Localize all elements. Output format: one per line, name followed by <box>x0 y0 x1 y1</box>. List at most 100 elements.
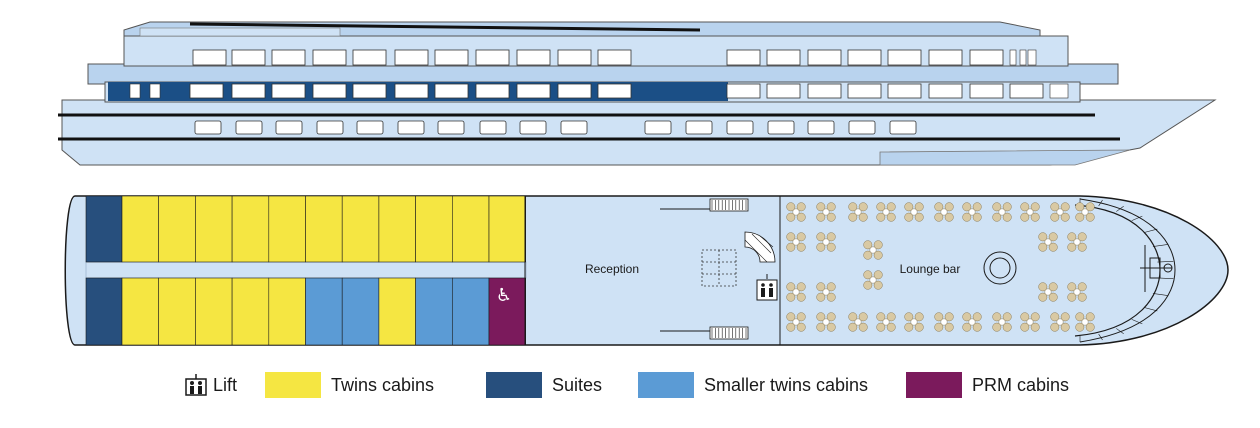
window <box>129 83 141 99</box>
legend-twins-label: Twins cabins <box>331 374 435 395</box>
bow-rail <box>1079 198 1174 342</box>
porthole <box>194 120 222 135</box>
window <box>1049 83 1069 99</box>
main-deck-windows <box>129 83 1069 99</box>
twins-cabin <box>121 277 160 346</box>
twins-cabin <box>158 277 196 346</box>
porthole <box>767 120 795 135</box>
lounge-table <box>992 202 1012 222</box>
legend-twins: Twins cabins <box>265 368 434 402</box>
lounge-table <box>848 202 868 222</box>
porthole <box>479 120 507 135</box>
porthole <box>685 120 713 135</box>
lounge-table <box>1020 312 1040 332</box>
window <box>352 49 387 66</box>
prm-cabin <box>488 277 527 346</box>
window <box>597 49 632 66</box>
anchor-winch-icon <box>1140 245 1173 292</box>
lounge-table <box>816 202 836 222</box>
window <box>271 83 306 99</box>
window <box>928 83 963 99</box>
lounge-table <box>863 270 883 290</box>
upper-deck-windows <box>192 49 1037 66</box>
twins-cabin <box>268 277 306 346</box>
lounge-table <box>1038 232 1058 252</box>
twins-cabin <box>378 277 416 346</box>
porthole <box>848 120 876 135</box>
legend-lift: Lift <box>185 368 237 402</box>
lounge-table <box>876 202 896 222</box>
porthole <box>726 120 754 135</box>
prm-swatch <box>906 372 962 398</box>
window <box>394 49 429 66</box>
lift-icon <box>756 274 778 301</box>
reception-label: Reception <box>585 262 639 276</box>
window <box>231 49 266 66</box>
smaller-twins-cabin <box>305 277 343 346</box>
lift-icon <box>185 374 207 396</box>
lounge-table <box>816 312 836 332</box>
deck-plan: ♿ Reception <box>64 195 1229 346</box>
window <box>807 49 842 66</box>
porthole <box>560 120 588 135</box>
porthole <box>437 120 465 135</box>
twins-cabin <box>158 195 196 263</box>
lounge-table <box>786 232 806 252</box>
twins-cabin <box>231 195 270 263</box>
round-bar <box>983 251 1017 285</box>
lounge-table <box>786 312 806 332</box>
lounge-table <box>1067 282 1087 302</box>
porthole <box>397 120 425 135</box>
lounge-table <box>934 202 954 222</box>
window <box>192 49 227 66</box>
window <box>1009 83 1044 99</box>
lounge-table <box>816 282 836 302</box>
twins-cabin <box>488 195 527 263</box>
lounge-table <box>1050 312 1070 332</box>
lounge-bar-label: Lounge bar <box>900 262 961 276</box>
legend-prm-label: PRM cabins <box>972 374 1070 395</box>
porthole <box>235 120 263 135</box>
spiral-staircase <box>744 231 776 263</box>
window <box>312 83 347 99</box>
staircase-top <box>660 198 749 212</box>
legend-smaller-twins: Smaller twins cabins <box>638 368 868 402</box>
lounge-table <box>1075 202 1095 222</box>
lounge-table <box>962 312 982 332</box>
window <box>149 83 161 99</box>
smaller-twins-cabin <box>341 277 380 346</box>
legend-suites-label: Suites <box>552 374 603 395</box>
twins-cabin <box>415 195 453 263</box>
porthole <box>519 120 547 135</box>
suite-cabin <box>85 277 123 346</box>
porthole <box>889 120 917 135</box>
window <box>231 83 266 99</box>
smaller-twins-swatch <box>638 372 694 398</box>
lounge-table <box>848 312 868 332</box>
window <box>726 49 761 66</box>
window <box>434 49 469 66</box>
legend-prm: PRM cabins <box>906 368 1069 402</box>
window <box>847 49 882 66</box>
twins-cabin <box>268 195 306 263</box>
window <box>271 49 306 66</box>
legend-suites: Suites <box>486 368 602 402</box>
lounge-table <box>962 202 982 222</box>
lounge-table <box>816 232 836 252</box>
lounge-table <box>934 312 954 332</box>
lounge-table <box>1050 202 1070 222</box>
suites-swatch <box>486 372 542 398</box>
ship-side-view <box>58 21 1217 166</box>
porthole <box>644 120 672 135</box>
smaller-twins-cabin <box>415 277 453 346</box>
window <box>475 49 510 66</box>
window <box>807 83 842 99</box>
twins-cabin <box>341 195 380 263</box>
lounge-table <box>786 282 806 302</box>
window <box>766 49 801 66</box>
smaller-twins-cabin <box>451 277 490 346</box>
twins-cabin <box>121 195 160 263</box>
legend-smaller-twins-label: Smaller twins cabins <box>704 374 869 395</box>
staircase-bottom <box>660 326 749 340</box>
lounge-tables <box>786 202 1095 332</box>
